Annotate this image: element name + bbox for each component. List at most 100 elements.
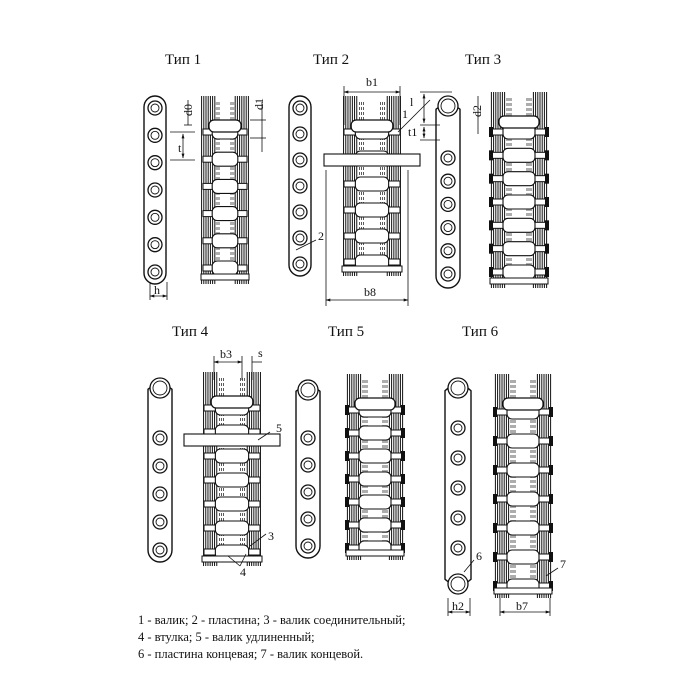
pin-end-right [401, 474, 405, 484]
chain-type1 [200, 96, 250, 284]
pin-end-right [545, 220, 549, 231]
roller [358, 471, 392, 487]
roller [214, 520, 250, 536]
plate-hole [450, 540, 466, 556]
plate-hole-inner [300, 382, 316, 398]
top-bushing [210, 395, 254, 409]
plate-hole-inner [295, 155, 305, 165]
plate-hole [147, 209, 163, 225]
plate-hole [152, 486, 168, 502]
pin-end-right [401, 520, 405, 530]
plate-hole [440, 266, 456, 282]
pin-end-right [549, 407, 553, 417]
roller [502, 194, 536, 210]
pin-end-right [401, 451, 405, 461]
pin-end-left [345, 451, 349, 461]
pin-end-left [345, 474, 349, 484]
legend-line-2: 4 - втулка; 5 - валик удлиненный; [138, 630, 315, 644]
dim-d0: d0 [181, 104, 195, 116]
plate-hole [292, 152, 308, 168]
plate-hole-inner [303, 460, 313, 470]
plate-hole-inner [295, 207, 305, 217]
plate-hole-inner [450, 380, 466, 396]
type6-dimensions [447, 559, 559, 616]
pin-end-left [345, 405, 349, 415]
plate-hole-inner [443, 153, 453, 163]
plate-hole [147, 237, 163, 253]
type2-dimensions [295, 86, 431, 306]
plate-hole [147, 264, 163, 280]
plate-hole [440, 173, 456, 189]
callout-4: 4 [240, 565, 246, 579]
plate-hole [292, 204, 308, 220]
pin-end-right [401, 428, 405, 438]
plate-hole-inner [295, 129, 305, 139]
pin-end-left [489, 173, 493, 184]
plate-hole [440, 150, 456, 166]
pin-end-right [545, 267, 549, 277]
bottom-pin [341, 265, 403, 273]
plate-hole [450, 480, 466, 496]
plate-side-views [143, 95, 472, 595]
plate-hole-inner [150, 103, 160, 113]
plate-type3 [435, 95, 461, 289]
roller [211, 151, 239, 167]
roller [506, 520, 540, 536]
roller [354, 202, 390, 218]
pin-end-right [545, 127, 549, 137]
roller [502, 147, 536, 163]
top-bushing [354, 397, 396, 411]
plate-hole-inner [443, 269, 453, 279]
pin-end-right [549, 552, 553, 562]
roller [354, 176, 390, 192]
dim-t1: t1 [408, 125, 417, 139]
bottom-pin [200, 273, 250, 281]
plate-hole-inner [450, 576, 466, 592]
chain-type4 [183, 372, 281, 566]
title-type-4: Тип 4 [172, 324, 209, 340]
pin-end-left [489, 267, 493, 277]
title-type-1: Тип 1 [165, 52, 201, 68]
plate-hole-inner [155, 517, 165, 527]
roller [214, 472, 250, 488]
callout-1: 1 [402, 107, 408, 121]
pin-end-left [489, 197, 493, 207]
dim-d1: d1 [252, 98, 266, 110]
plate-hole [450, 510, 466, 526]
dim-d2: d2 [470, 105, 484, 117]
dim-t: t [178, 141, 182, 155]
callout-5: 5 [276, 421, 282, 435]
legend-line-1: 1 - валик; 2 - пластина; 3 - валик соеди… [138, 613, 406, 627]
plate-hole-inner [453, 483, 463, 493]
roller [358, 448, 392, 464]
roller [358, 517, 392, 533]
chain-type5 [345, 374, 405, 560]
plate-hole [292, 256, 308, 272]
roller [211, 233, 239, 249]
roller [214, 448, 250, 464]
callout-6: 6 [476, 549, 482, 563]
plate-hole-inner [295, 103, 305, 113]
pin-end-left [489, 150, 493, 161]
chain-front-views [183, 92, 553, 598]
roller [211, 206, 239, 222]
plate-hole-inner [155, 461, 165, 471]
pin-end-left [345, 428, 349, 438]
dim-h: h [154, 283, 160, 297]
chain-type3 [489, 92, 549, 288]
type3-dimensions [420, 91, 479, 141]
pin-end-right [549, 581, 553, 591]
bottom-pin [345, 549, 405, 557]
legend: 1 - валик; 2 - пластина; 3 - валик соеди… [138, 612, 658, 663]
plate-type4 [147, 377, 173, 563]
dim-b3: b3 [220, 347, 232, 361]
plate-hole-inner [295, 233, 305, 243]
dim-h2: h2 [452, 599, 464, 613]
plate-hole [147, 182, 163, 198]
pin-end-right [549, 436, 553, 446]
pin-end-left [493, 523, 497, 533]
plate-hole [440, 196, 456, 213]
plate-outline [435, 103, 461, 289]
roller [502, 241, 536, 257]
